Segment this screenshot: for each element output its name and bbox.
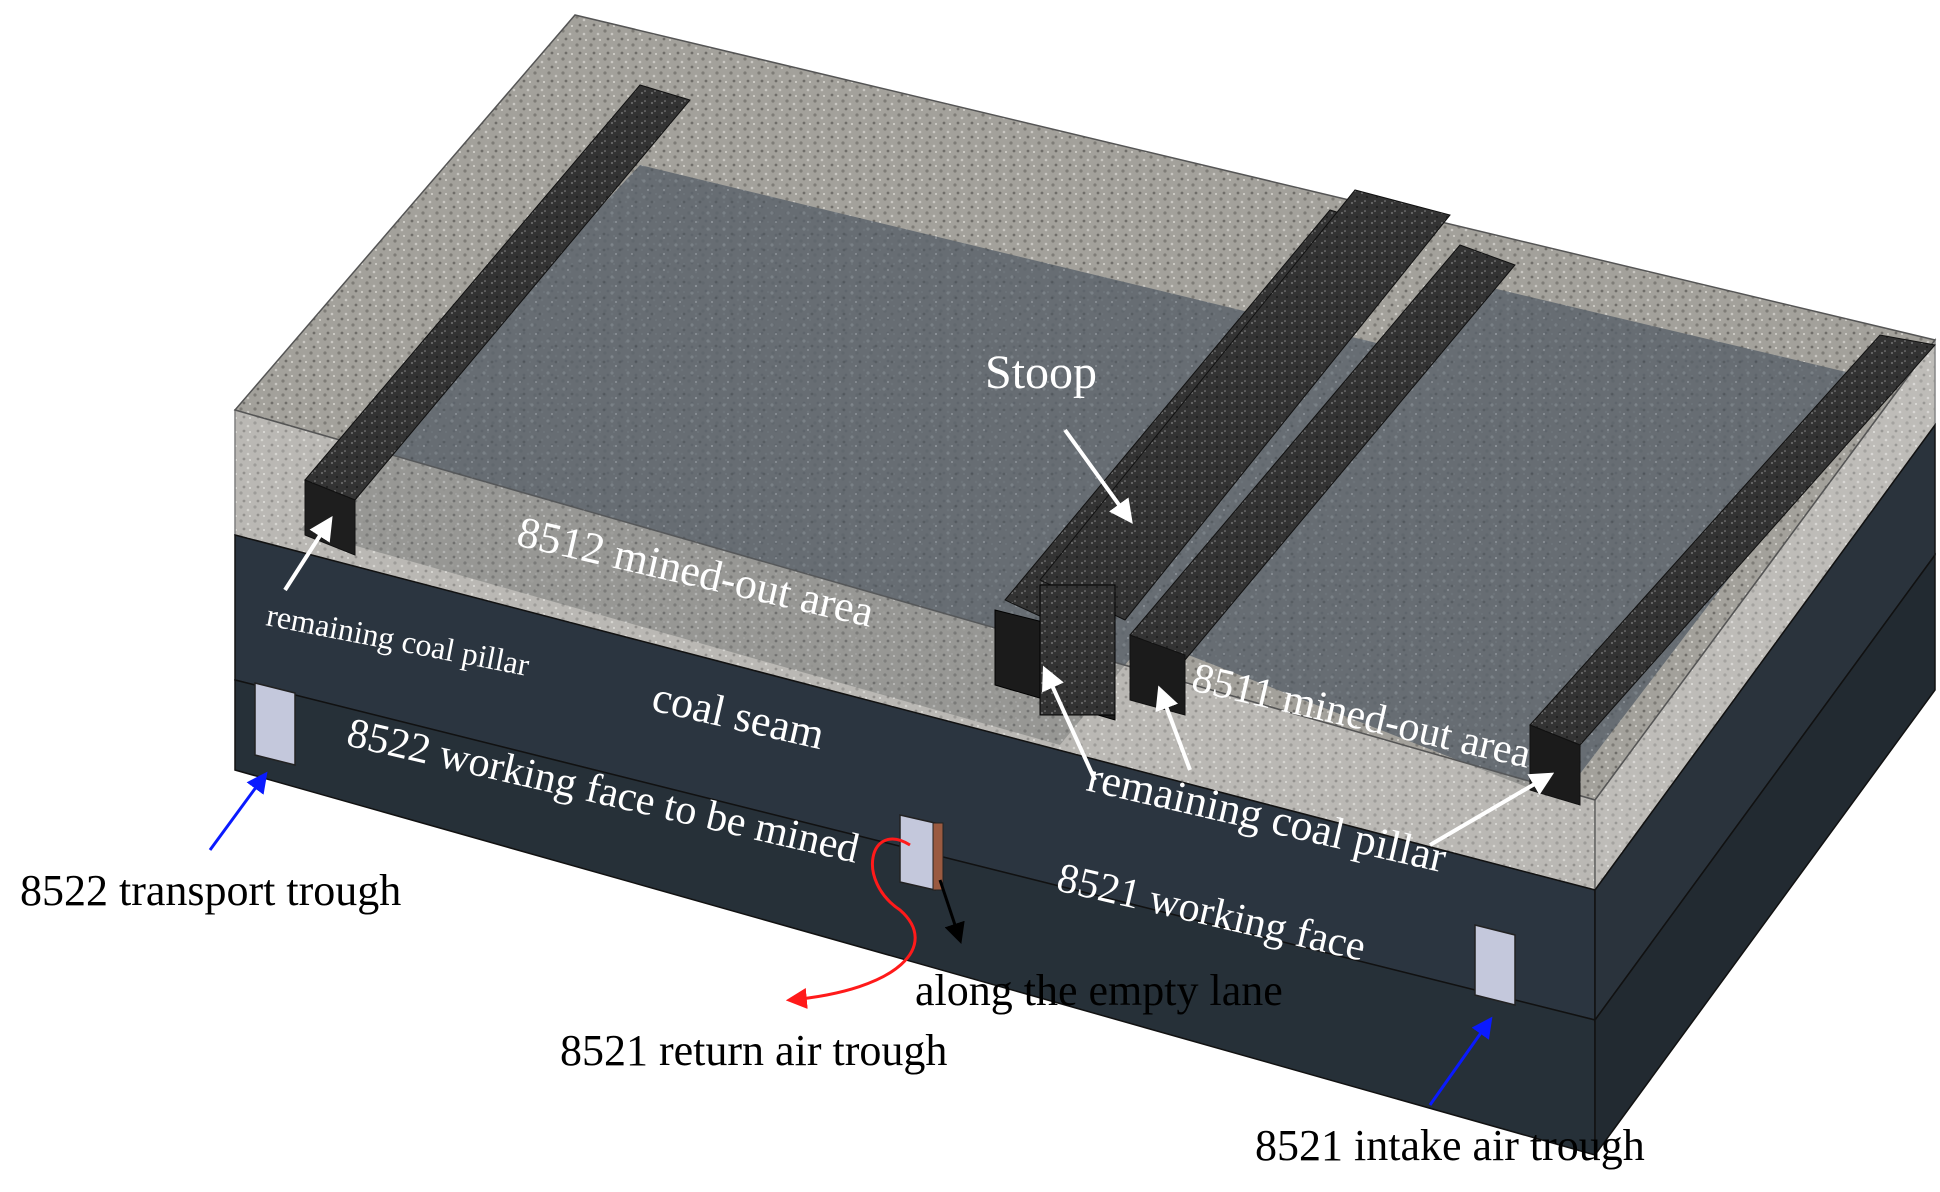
- arrow-intake-trough: [1428, 1016, 1493, 1106]
- trough-8521-return: [899, 814, 936, 891]
- label-stoop: Stoop: [985, 346, 1097, 399]
- trough-8521-intake: [1474, 924, 1516, 1006]
- working-face-layer-right: [1594, 552, 1936, 1158]
- arrow-pillar-right-2: [1155, 685, 1192, 771]
- label-8521-intake-air-trough: 8521 intake air trough: [1255, 1121, 1645, 1170]
- arrow-pillar-left: [283, 515, 333, 592]
- empty-lane-strip: [932, 822, 944, 891]
- arrow-pillar-right-1: [1042, 665, 1097, 781]
- arrow-pillar-right-3: [1428, 772, 1555, 847]
- arrow-return-air: [785, 837, 917, 1009]
- stoop-inner-block: [1039, 584, 1116, 716]
- label-empty-lane: along the empty lane: [915, 966, 1283, 1015]
- goaf-surface-8511: [1150, 285, 1880, 800]
- label-8521-return-air-trough: 8521 return air trough: [560, 1026, 947, 1075]
- trough-8522-transport: [254, 682, 296, 766]
- arrow-transport-trough: [208, 771, 268, 851]
- arrow-stoop: [1063, 428, 1133, 524]
- arrow-empty-lane: [938, 879, 965, 944]
- label-8522-transport-trough: 8522 transport trough: [20, 866, 401, 915]
